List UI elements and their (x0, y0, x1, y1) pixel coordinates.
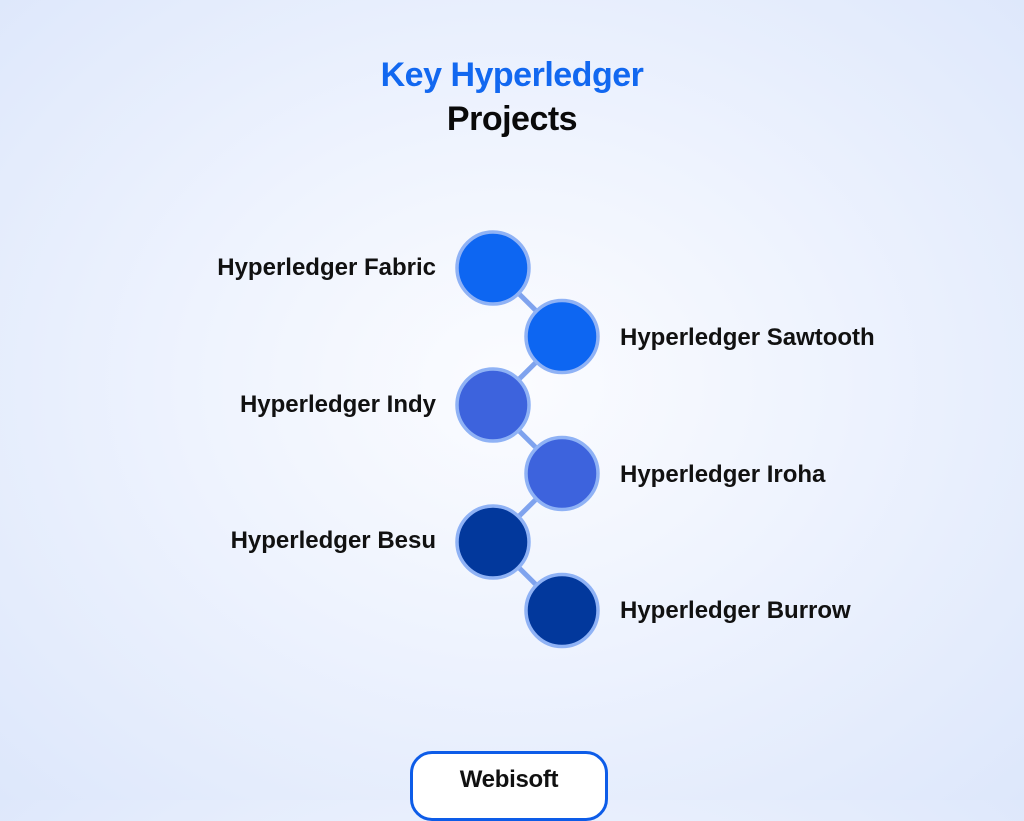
label-hyperledger-burrow: Hyperledger Burrow (620, 597, 851, 624)
label-hyperledger-iroha: Hyperledger Iroha (620, 461, 826, 488)
project-node-hyperledger-sawtooth (524, 298, 600, 375)
project-chain-diagram (455, 230, 600, 649)
project-nodes (455, 230, 600, 649)
project-node-hyperledger-fabric (455, 230, 531, 306)
brand-logo-text: Webisoft (459, 766, 559, 793)
label-hyperledger-sawtooth: Hyperledger Sawtooth (620, 324, 875, 351)
project-node-hyperledger-indy (455, 367, 531, 443)
project-node-hyperledger-iroha (524, 435, 600, 512)
label-hyperledger-indy: Hyperledger Indy (239, 391, 436, 418)
label-hyperledger-besu: Hyperledger Besu (230, 527, 436, 554)
page-title-line-2: Projects (446, 100, 578, 138)
page-title-line-1: Key Hyperledger (380, 56, 644, 94)
label-hyperledger-fabric: Hyperledger Fabric (217, 254, 436, 281)
project-node-hyperledger-burrow (524, 572, 600, 649)
brand-badge: Webisoft (410, 751, 608, 821)
project-node-hyperledger-besu (455, 504, 531, 580)
